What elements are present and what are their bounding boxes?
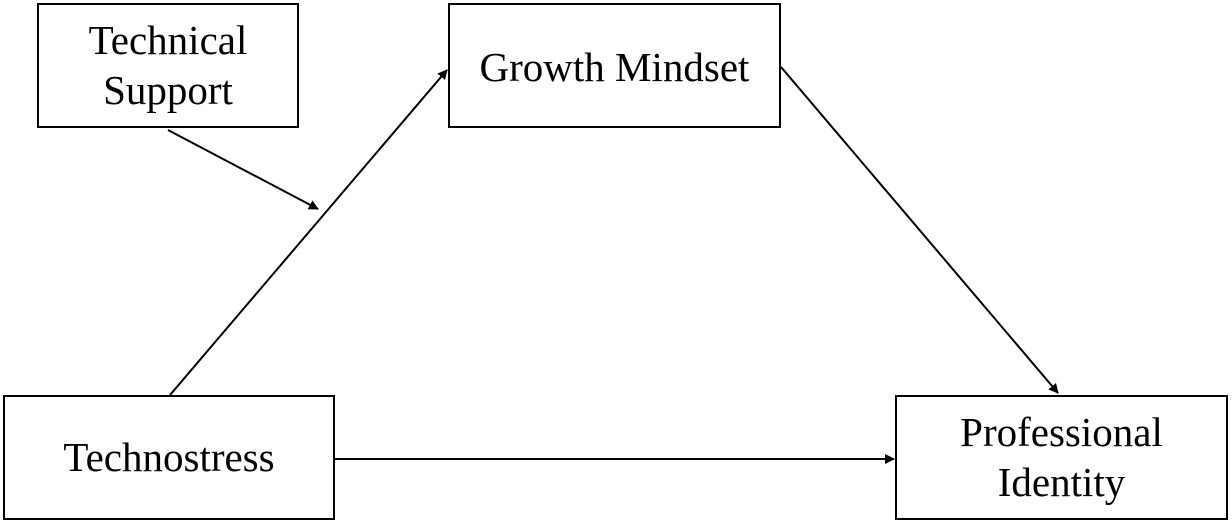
arrow-technical-support-moderation [167, 129, 319, 210]
node-label-growth-mindset: Growth Mindset [479, 44, 750, 90]
node-label-technical-support: Technical Support [88, 17, 248, 113]
node-technical-support: Technical Support [37, 3, 299, 128]
node-technostress: Technostress [3, 395, 335, 520]
node-label-professional-identity: Professional Identity [960, 409, 1163, 505]
node-professional-identity: Professional Identity [895, 395, 1228, 520]
arrow-technostress-to-growth-mindset [169, 69, 448, 396]
node-label-technostress: Technostress [63, 433, 275, 480]
arrow-growth-mindset-to-professional-identity [780, 66, 1059, 394]
node-growth-mindset: Growth Mindset [448, 3, 781, 128]
